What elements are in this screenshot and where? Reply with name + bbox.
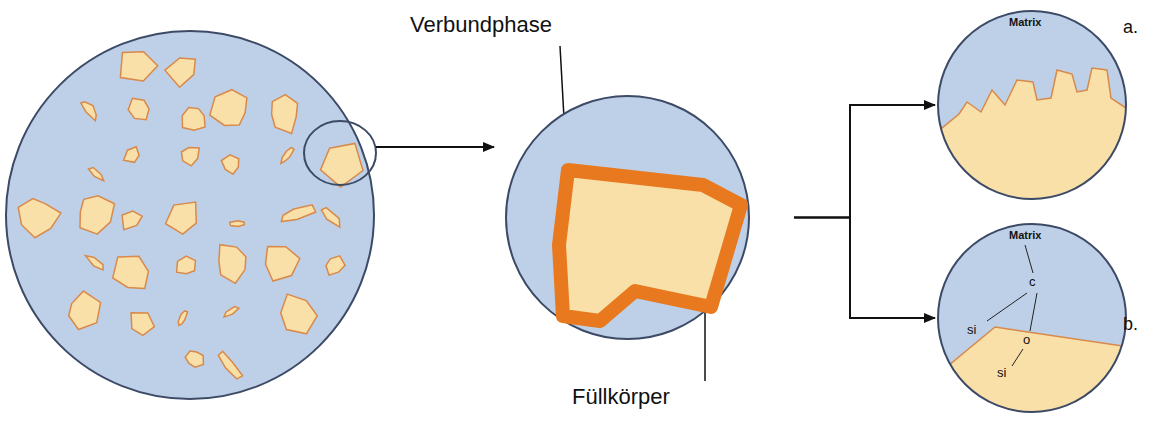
- filler-particle: [182, 108, 205, 131]
- bonding-phase: [559, 170, 741, 321]
- filler-particles: [18, 52, 363, 379]
- filler-particle: [321, 208, 339, 228]
- filler-particle: [18, 199, 61, 238]
- interface-circle: Matrixa.: [937, 10, 1127, 200]
- filler-particle: [166, 202, 197, 234]
- filler-particle: [224, 307, 239, 318]
- bond-line: [1030, 293, 1037, 331]
- filler-particle: [178, 311, 187, 326]
- filler-particle: [128, 98, 149, 120]
- interface-circle: Matrixsicosib.: [937, 223, 1127, 413]
- filler-particle: [120, 52, 157, 81]
- filler-particle: [177, 256, 196, 274]
- filler-particle: [80, 196, 115, 234]
- part-label: Füllkörper: [572, 385, 670, 409]
- filler-surface: [937, 68, 1129, 202]
- filler-particle: [113, 256, 149, 288]
- atom-label: c: [1029, 275, 1036, 289]
- node-shape: [937, 10, 1127, 200]
- filler-particle: [218, 351, 242, 379]
- filler-particle: [185, 351, 203, 367]
- connector-arrow: [794, 105, 935, 218]
- filler-particle: [181, 148, 199, 166]
- filler-particle: [165, 58, 196, 87]
- filler-particle: [230, 221, 245, 227]
- filler-particle: [81, 102, 96, 121]
- part-label: Verbundphase: [410, 13, 552, 37]
- filler-particle: [219, 245, 246, 284]
- filler-particle: [86, 256, 104, 270]
- filler-particle: [326, 256, 345, 275]
- filler-particle: [281, 294, 318, 334]
- filler-particle: [281, 147, 294, 163]
- filler-particle: [272, 95, 298, 134]
- filler-particle: [122, 211, 142, 230]
- filler-particle: [266, 247, 300, 282]
- atom-label: o: [1023, 333, 1030, 347]
- filler-particle: [131, 313, 154, 336]
- variant-label: b.: [1123, 315, 1138, 335]
- variant-label: a.: [1123, 18, 1138, 38]
- filler-particle: [89, 168, 104, 181]
- connector-arrow: [794, 218, 935, 319]
- matrix-label: Matrix: [1009, 16, 1041, 28]
- node-shape: [937, 223, 1127, 413]
- atom-label: si: [997, 366, 1006, 380]
- composite-detail: VerbundphaseFüllkörper: [505, 95, 750, 340]
- matrix-label: Matrix: [1009, 229, 1041, 241]
- filler-particle: [281, 205, 315, 222]
- node-shape: [505, 95, 750, 340]
- filler-particle: [69, 291, 101, 329]
- filler-surface: [937, 327, 1129, 415]
- bond-line: [1025, 245, 1033, 273]
- zoom-arrow: [376, 146, 494, 148]
- filler-particle: [124, 147, 140, 163]
- bond-line: [1012, 349, 1023, 366]
- filler-particle: [210, 90, 247, 126]
- atom-label: si: [967, 323, 976, 337]
- filler-particle: [221, 155, 238, 174]
- zoom-ring: [304, 121, 376, 185]
- bond-line: [987, 293, 1027, 321]
- composite-circle: [6, 31, 374, 399]
